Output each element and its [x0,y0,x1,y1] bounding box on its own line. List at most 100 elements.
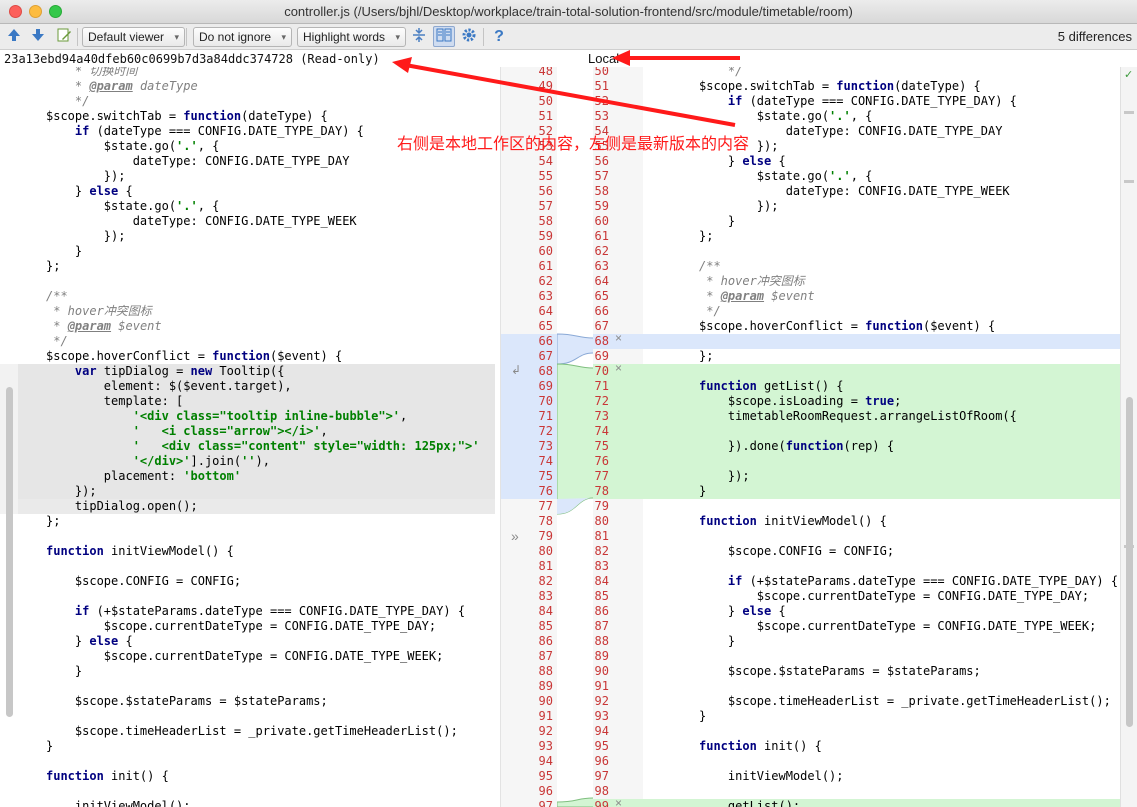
line-number: 96 [594,754,609,768]
line-number: 81 [538,559,553,573]
line-number: 70 [538,394,553,408]
code-line: placement: 'bottom' [46,469,242,483]
modified-region-gutter [501,334,557,499]
code-line: }); [699,469,750,483]
code-line [46,274,479,289]
close-change-icon[interactable]: × [615,796,623,807]
code-line [699,424,1118,439]
line-number: 55 [538,169,553,183]
arrow-up-icon [8,29,20,41]
code-line: $state.go('.', { [699,109,873,123]
highlight-dropdown[interactable]: Highlight words ▾ [297,27,407,47]
line-number: 83 [594,559,609,573]
line-number: 65 [538,319,553,333]
code-line [46,559,479,574]
help-button[interactable]: ? [490,27,508,47]
ignore-dropdown[interactable]: Do not ignore ▾ [193,27,293,47]
window-title: controller.js (/Users/bjhl/Desktop/workp… [284,4,853,19]
line-number: 60 [538,244,553,258]
code-line: getList(); [699,799,801,807]
code-line: /** [699,259,721,273]
code-line: } [699,484,707,498]
collapse-unchanged-button[interactable] [410,27,428,47]
code-line: function initViewModel() { [46,544,234,558]
right-error-stripe: ✓ [1120,67,1137,807]
close-change-icon[interactable]: × [615,361,623,375]
edit-source-button[interactable] [55,27,73,47]
line-number: 97 [538,799,553,807]
code-line: template: [ [46,394,184,408]
line-number: 85 [538,619,553,633]
line-number: 63 [594,259,609,273]
line-number: 64 [594,274,609,288]
code-line: function init() { [699,739,822,753]
left-code: * 切换时间 * @param dateType */$scope.switch… [46,67,479,807]
synchronize-scrolling-toggle[interactable] [433,26,455,47]
left-editor-pane[interactable]: * 切换时间 * @param dateType */$scope.switch… [0,67,500,807]
line-number: 95 [538,769,553,783]
apply-change-icon[interactable]: ↲ [511,363,522,377]
right-editor-pane[interactable]: */$scope.switchTab = function(dateType) … [643,67,1120,807]
side-by-side-icon [436,28,452,42]
line-number: 84 [594,574,609,588]
line-number: 93 [538,739,553,753]
previous-difference-button[interactable] [6,27,22,47]
line-number: 73 [538,439,553,453]
close-window-button[interactable] [9,5,22,18]
line-number: 83 [538,589,553,603]
code-line: function init() { [46,769,169,783]
line-number: 56 [594,154,609,168]
close-change-icon[interactable]: × [615,331,623,345]
collapse-icon [413,28,425,42]
code-line: * @param $event [699,289,815,303]
inserted-region-right [643,364,1120,499]
line-number: 89 [594,649,609,663]
line-number: 85 [594,589,609,603]
code-line: dateType: CONFIG.DATE_TYPE_WEEK [699,184,1010,198]
line-number: 90 [594,664,609,678]
code-line: $scope.currentDateType = CONFIG.DATE_TYP… [699,589,1090,603]
line-number: 68 [538,364,553,378]
line-number: 62 [594,244,609,258]
line-number: 54 [594,124,609,138]
line-number: 50 [538,94,553,108]
code-line [46,529,479,544]
line-number: 76 [538,484,553,498]
diff-toolbar: Default viewer ▾ Do not ignore ▾ Highlig… [0,24,1137,50]
code-line: $scope.currentDateType = CONFIG.DATE_TYP… [46,619,437,633]
line-number: 91 [594,679,609,693]
code-line [699,244,1118,259]
inserted-region-gutter-bottom [593,799,643,807]
line-number: 73 [594,409,609,423]
code-line: } [46,664,83,678]
viewer-dropdown[interactable]: Default viewer ▾ [82,27,186,47]
code-line: } else { [699,604,786,618]
line-number: 74 [538,454,553,468]
code-line: $scope.switchTab = function(dateType) { [46,109,328,123]
line-number: 59 [538,229,553,243]
settings-button[interactable] [460,27,478,47]
left-scrollbar[interactable] [6,387,13,717]
code-line: $scope.currentDateType = CONFIG.DATE_TYP… [46,649,444,663]
minimize-window-button[interactable] [29,5,42,18]
code-line: dateType: CONFIG.DATE_TYPE_DAY [46,154,350,168]
help-icon: ? [494,28,504,45]
code-line: } [699,709,707,723]
inserted-region-gutter [593,364,643,499]
code-line: }; [699,229,714,243]
change-marker [1124,180,1134,183]
code-line: $scope.CONFIG = CONFIG; [46,574,242,588]
next-difference-button[interactable] [30,27,46,47]
maximize-window-button[interactable] [49,5,62,18]
line-number: 67 [538,349,553,363]
line-number: 82 [538,574,553,588]
line-number: 62 [538,274,553,288]
revert-change-icon[interactable]: » [511,528,519,544]
code-line [699,454,1118,469]
chevron-down-icon: ▾ [395,32,401,42]
right-scrollbar[interactable] [1126,397,1133,727]
code-line: }); [699,139,779,153]
line-number: 81 [594,529,609,543]
